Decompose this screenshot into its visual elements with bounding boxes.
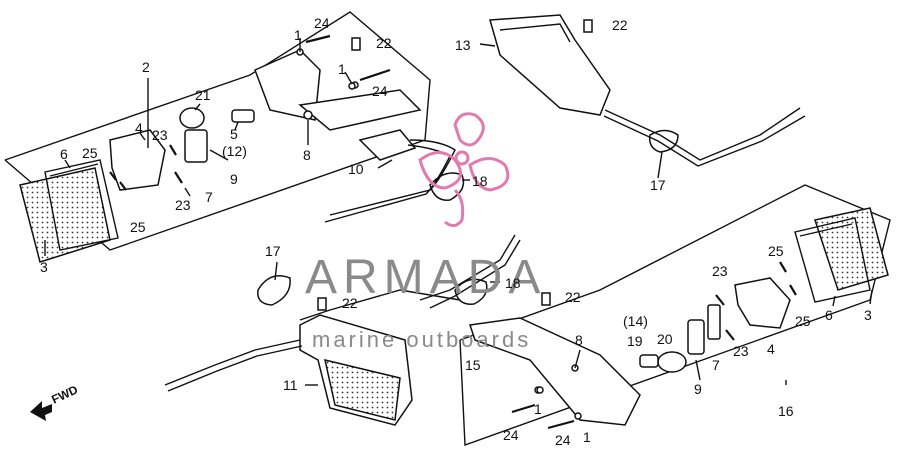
- screw-22-upper-a: [351, 37, 361, 51]
- callout: 17: [265, 243, 281, 259]
- callout: 6: [825, 307, 833, 323]
- housing-6-upper: [44, 159, 119, 251]
- callout: 25: [768, 243, 784, 259]
- callout: 25: [795, 313, 811, 329]
- callout: 18: [472, 173, 488, 189]
- grommet-18-lower: [454, 278, 488, 305]
- screw-22-lower-a: [317, 297, 327, 311]
- leader-lines: [44, 38, 873, 386]
- housing-6-lower: [794, 217, 871, 303]
- socket-9-lower: [687, 319, 705, 355]
- callout: 21: [195, 87, 211, 103]
- washer-1-lower-a: [536, 386, 544, 394]
- fwd-label: FWD: [49, 382, 80, 406]
- turn-signal-13: [489, 14, 611, 116]
- callout: 25: [82, 145, 98, 161]
- screw-23-lower-a: [715, 294, 725, 306]
- callout: 5: [230, 126, 238, 142]
- callout: 3: [40, 259, 48, 275]
- callout: 9: [694, 381, 702, 397]
- washer-1-lower-b: [574, 412, 582, 420]
- screw-24-upper-a: [305, 34, 331, 44]
- grommet-17-upper: [648, 129, 679, 153]
- callout: 1: [338, 61, 346, 77]
- callout: 11: [283, 377, 298, 393]
- screw-24-upper-b: [359, 68, 391, 82]
- clip-25-upper-a: [109, 171, 117, 181]
- stalk-8-upper: [254, 49, 422, 131]
- screw-24-lower-a: [511, 403, 536, 414]
- callout: 1: [583, 429, 591, 445]
- callout: 22: [342, 295, 358, 311]
- socket-9-upper: [184, 129, 208, 163]
- callout: 8: [303, 147, 311, 163]
- screw-23-upper-a: [169, 144, 177, 156]
- watermark-tagline: marine outboards: [312, 327, 531, 352]
- callout: 24: [555, 432, 571, 448]
- callout: 24: [372, 83, 388, 99]
- clip-25-upper-b: [119, 181, 127, 191]
- holder-19: [639, 354, 659, 368]
- callout: 19: [627, 333, 643, 349]
- callout: 23: [733, 343, 749, 359]
- callout: 23: [175, 197, 191, 213]
- callout: 23: [152, 127, 168, 143]
- callout: 25: [130, 219, 146, 235]
- screw-22-upper-b: [583, 19, 593, 33]
- callout: 10: [348, 161, 364, 177]
- reflector-4-lower: [734, 277, 791, 329]
- callout: 16: [778, 403, 794, 419]
- callout: 4: [135, 120, 143, 136]
- bulb-21: [179, 107, 205, 129]
- turn-signal-11: [299, 314, 413, 426]
- callout: 13: [455, 37, 471, 53]
- callout: 22: [612, 17, 628, 33]
- screw-23-lower-b: [725, 329, 735, 341]
- callout: 7: [712, 357, 720, 373]
- clip-25-lower-b: [789, 284, 797, 296]
- fwd-arrow-icon: [30, 401, 52, 421]
- connector-5: [231, 109, 255, 123]
- callout: 1: [534, 401, 542, 417]
- callout: 24: [314, 15, 330, 31]
- lens-3-lower: [814, 207, 889, 291]
- screw-23-upper-b: [174, 171, 183, 184]
- watermark-brand: ARMADA: [305, 251, 546, 304]
- lens-3-upper: [19, 167, 111, 263]
- callout: 1: [294, 27, 302, 43]
- wire-lower: [164, 234, 521, 392]
- callout: 22: [376, 35, 392, 51]
- screw-22-lower-b: [541, 292, 551, 306]
- reflector-4-upper: [109, 129, 166, 191]
- bracket-7-lower: [707, 304, 721, 340]
- clip-25-lower-a: [779, 261, 787, 273]
- callout: (12): [222, 143, 247, 159]
- callout: 23: [712, 263, 728, 279]
- wire-upper-right: [603, 107, 806, 167]
- callout: 3: [864, 307, 872, 323]
- callout: 6: [60, 146, 68, 162]
- callout: 20: [657, 331, 673, 347]
- callout: (14): [623, 313, 648, 329]
- callout: 2: [142, 59, 150, 75]
- screw-24-lower-b: [547, 419, 575, 430]
- callout: 18: [505, 275, 521, 291]
- callout: 24: [503, 427, 519, 443]
- armada-logo-icon: [418, 112, 510, 227]
- callout: 7: [205, 189, 213, 205]
- grommet-17-lower: [257, 275, 291, 306]
- callout: 4: [767, 341, 775, 357]
- callout: 22: [565, 289, 581, 305]
- callout: 17: [650, 177, 666, 193]
- bulb-20: [657, 351, 687, 373]
- rubber-10: [358, 129, 417, 161]
- assembly-16-outline: [459, 184, 891, 446]
- callout: 8: [575, 332, 583, 348]
- assembly-2-outline: [4, 11, 431, 251]
- callout: 15: [465, 357, 481, 373]
- callout: 9: [230, 171, 238, 187]
